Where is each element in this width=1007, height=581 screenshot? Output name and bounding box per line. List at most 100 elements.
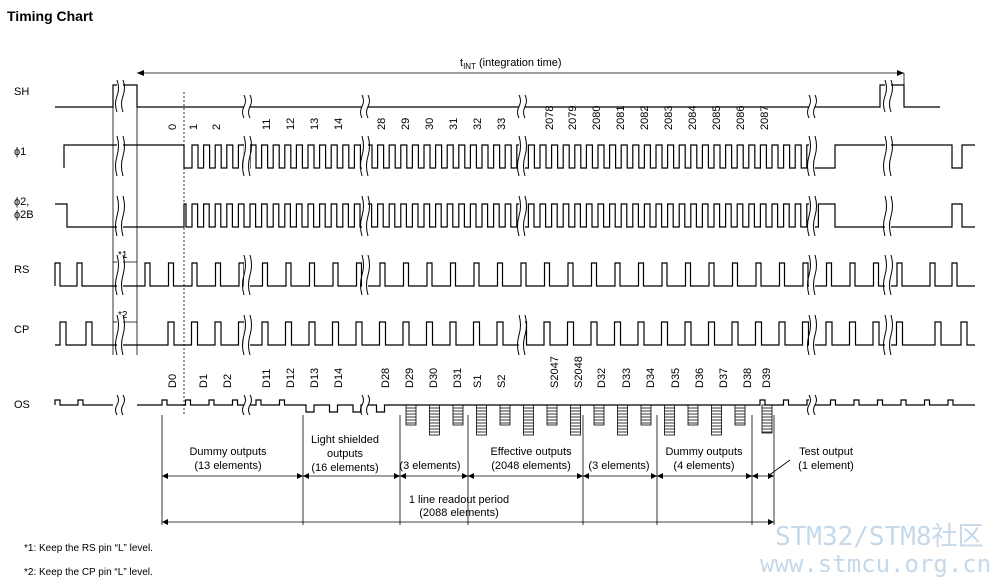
os-block [640, 404, 652, 426]
break-mark-left [807, 394, 811, 416]
break-mark-gap [519, 315, 525, 355]
os-element-label: S1 [472, 375, 484, 388]
os-element-label: D13 [309, 368, 321, 388]
rs-waveform [54, 262, 975, 287]
os-element-label: D0 [167, 374, 179, 388]
os-element-label: D34 [645, 368, 657, 388]
os-element-label: D12 [285, 368, 297, 388]
note-1: *1: Keep the RS pin “L” level. [24, 543, 153, 554]
os-element-label: D37 [718, 368, 730, 388]
group-arrow-right [394, 473, 400, 479]
break-mark-gap [244, 136, 250, 176]
os-element-label: D14 [333, 368, 345, 388]
clock-number: 2079 [567, 106, 579, 130]
group-arrow-right [462, 473, 468, 479]
break-mark-left [883, 79, 887, 113]
group-effective-outputs-count: (2048 elements) [491, 460, 571, 472]
break-mark-right [121, 79, 125, 113]
group-arrow-right [746, 473, 752, 479]
os-block [687, 404, 699, 426]
break-mark-left [517, 314, 521, 356]
os-element-label: S2047 [549, 356, 561, 388]
os-block [546, 404, 558, 426]
signal-label-phi1: ϕ1 [14, 146, 26, 158]
signal-label-sh: SH [14, 86, 29, 98]
clock-number: 2080 [591, 106, 603, 130]
group-three-elements-b: (3 elements) [588, 460, 649, 472]
break-mark-gap [809, 136, 815, 176]
break-mark-right [813, 135, 817, 177]
group-arrow-right [577, 473, 583, 479]
break-mark-right [248, 94, 252, 119]
os-element-label: S2 [496, 375, 508, 388]
break-mark-right [523, 195, 527, 237]
clock-number: 13 [309, 118, 321, 130]
os-element-label: D39 [761, 368, 773, 388]
break-mark-gap [885, 315, 891, 355]
os-element-label: D36 [694, 368, 706, 388]
break-mark-left [115, 314, 119, 356]
break-mark-right [523, 314, 527, 356]
break-mark-left [883, 195, 887, 237]
os-element-label: D11 [261, 369, 273, 388]
clock-number: 2086 [735, 106, 747, 130]
group-arrow-left [657, 473, 663, 479]
clock-number: 14 [333, 118, 345, 130]
os-element-label: D30 [428, 368, 440, 388]
break-mark-left [883, 135, 887, 177]
break-mark-right [523, 94, 527, 119]
break-mark-gap [809, 395, 815, 415]
break-mark-right [248, 135, 252, 177]
os-block [734, 404, 746, 426]
clock-number: 11 [261, 119, 273, 130]
readout-arrow-left [162, 519, 168, 525]
break-mark-gap [244, 95, 250, 118]
break-mark-right [121, 394, 125, 416]
group-arrow-left [583, 473, 589, 479]
break-mark-right [889, 314, 893, 356]
clock-number: 33 [496, 118, 508, 130]
clock-number: 2084 [687, 106, 699, 130]
break-mark-right [248, 314, 252, 356]
clock-number: 1 [188, 124, 200, 130]
break-mark-gap [117, 136, 123, 176]
os-element-label: S2048 [573, 356, 585, 388]
break-mark-left [242, 135, 246, 177]
break-mark-gap [519, 136, 525, 176]
break-mark-left [242, 394, 246, 416]
break-mark-gap [117, 255, 123, 295]
break-mark-left [883, 254, 887, 296]
clock-number: 2083 [663, 106, 675, 130]
break-mark-left [115, 135, 119, 177]
clock-number: 2085 [711, 106, 723, 130]
os-element-label: D38 [742, 368, 754, 388]
break-mark-left [517, 94, 521, 119]
phi2-waveform [55, 203, 975, 228]
break-mark-gap [885, 255, 891, 295]
break-mark-right [366, 94, 370, 119]
break-mark-right [121, 195, 125, 237]
group-arrow-left [752, 473, 758, 479]
break-mark-left [807, 254, 811, 296]
break-mark-left [807, 94, 811, 119]
group-dummy-outputs-1-count: (13 elements) [194, 460, 261, 472]
break-mark-left [360, 254, 364, 296]
break-mark-left [242, 314, 246, 356]
group-arrow-right [297, 473, 303, 479]
break-mark-right [813, 394, 817, 416]
clock-number: 0 [167, 124, 179, 130]
os-block [499, 404, 511, 426]
break-mark-gap [244, 395, 250, 415]
break-mark-gap [362, 196, 368, 236]
group-dummy-outputs-2: Dummy outputs [665, 446, 743, 458]
group-light-shielded-2: outputs [327, 448, 364, 460]
readout-period-label: 1 line readout period [409, 494, 509, 506]
os-element-label: D28 [380, 368, 392, 388]
break-mark-gap [362, 136, 368, 176]
readout-arrow-right [768, 519, 774, 525]
group-arrow-left [468, 473, 474, 479]
break-mark-right [366, 195, 370, 237]
break-mark-right [121, 314, 125, 356]
